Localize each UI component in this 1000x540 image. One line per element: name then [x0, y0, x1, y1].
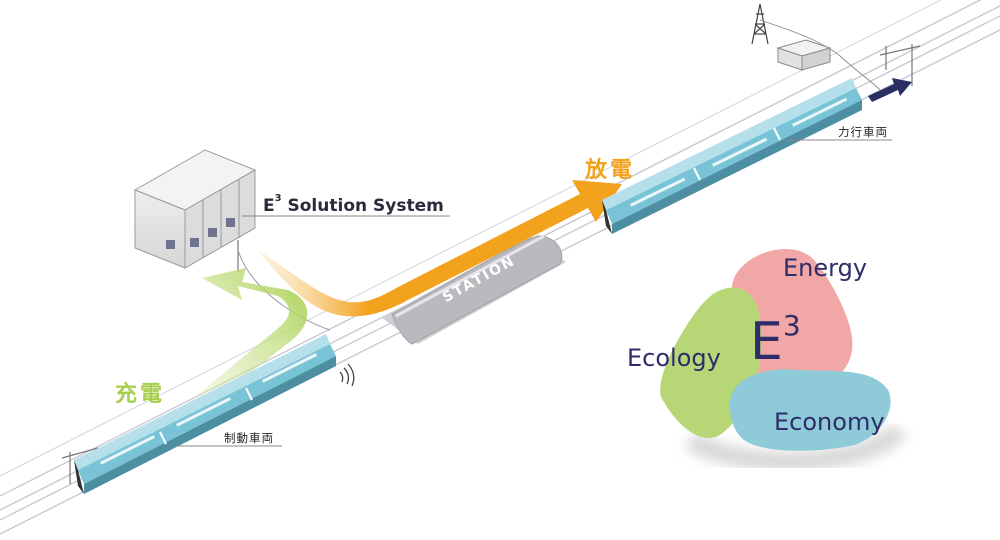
- system-title-prefix: E: [263, 196, 275, 216]
- economy-lobe: [729, 369, 891, 451]
- powering-train: [602, 78, 862, 234]
- charge-arrow: [186, 268, 308, 412]
- discharge-label: 放電: [585, 158, 636, 183]
- e3-center-letter: E: [750, 312, 783, 372]
- power-tower: [751, 3, 881, 91]
- e3-center-superscript: 3: [782, 308, 801, 342]
- catenary-poles: [61, 44, 921, 484]
- distribution-building: [776, 39, 832, 71]
- feed-cable: [237, 249, 331, 331]
- charge-label: 充電: [115, 382, 166, 407]
- braking-car-label: 制動車両: [224, 431, 274, 445]
- e3-center-mark: E3: [750, 308, 801, 372]
- discharge-arrow: [258, 180, 622, 317]
- energy-lobe: [731, 248, 853, 387]
- leader-lines: [176, 139, 892, 447]
- braking-train: [74, 334, 336, 494]
- ecology-label: Ecology: [627, 344, 721, 372]
- system-title: E3 Solution System: [263, 193, 444, 216]
- energy-label: Energy: [783, 254, 868, 282]
- direction-arrow: [868, 78, 912, 102]
- station-platform: [382, 234, 566, 345]
- signal-waves-icon: [339, 363, 355, 387]
- powering-car-label: 力行車両: [838, 125, 888, 139]
- substation-box: [133, 149, 257, 269]
- system-title-superscript: 3: [274, 193, 282, 205]
- economy-label: Economy: [774, 408, 885, 436]
- e3-trefoil: [660, 248, 908, 472]
- system-title-rest: Solution System: [281, 196, 444, 216]
